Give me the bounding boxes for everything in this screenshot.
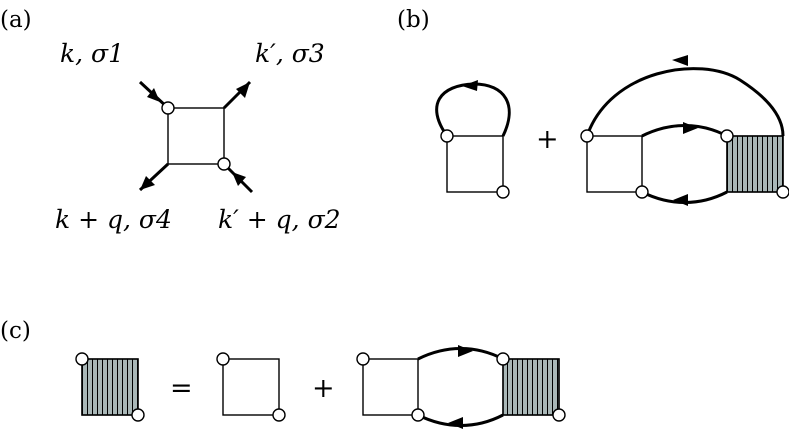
loop-arrow-icon [462,80,478,91]
vertex-dot-top-left [161,101,175,115]
tadpole-term [435,80,511,199]
label-k-sigma1: k, σ1 [60,39,124,68]
lower-bubble-arrow-icon-c [448,417,463,429]
panel-b-label: (b) [397,7,430,33]
panel-a: (a) k, σ1 k′, σ3 k + q, σ4 k′ + q, σ2 [0,7,341,234]
label-kprimeq-sigma2: k′ + q, σ2 [218,205,341,234]
outer-arc-arrow-icon [672,55,688,66]
ladder-recursion [356,345,566,429]
bare-vertex [216,352,286,422]
plus-sign: + [536,124,559,155]
panel-c: (c) = + [0,318,566,429]
ladder-term [580,55,789,206]
plus-sign-c: + [312,373,335,404]
upper-bubble-arrow-icon [683,122,698,134]
equals-sign: = [170,373,193,404]
full-vertex-lhs [75,352,145,422]
label-kq-sigma4: k + q, σ4 [55,205,172,234]
loop-propagator [435,82,511,137]
upper-bubble-arrow-icon-c [458,345,473,357]
panel-b: (b) + [397,7,789,206]
label-kprime-sigma3: k′, σ3 [255,39,325,68]
lower-bubble-arrow-icon [673,194,688,206]
vertex-dot-bottom-right [217,157,231,171]
outgoing-leg-top-right [222,80,252,110]
panel-c-label: (c) [0,318,31,344]
outer-arc-propagator [585,67,785,137]
interaction-vertex-square [167,107,225,165]
outgoing-leg-bottom-left [138,162,170,192]
panel-a-label: (a) [0,7,32,33]
